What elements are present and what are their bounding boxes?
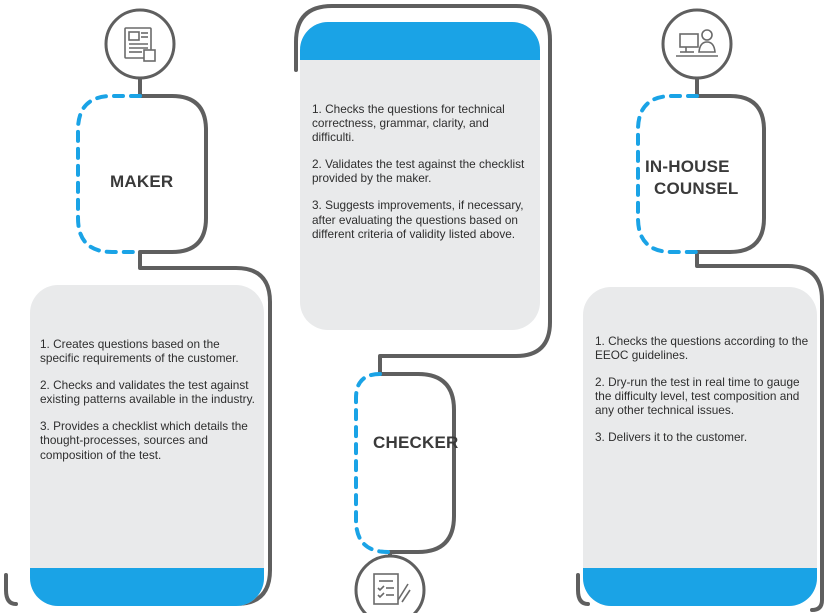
checker-point-1: 1. Checks the questions for technical co… <box>312 102 505 145</box>
counsel-icon-circle <box>661 8 733 80</box>
counsel-point-1: 1. Checks the questions according to the… <box>595 334 809 363</box>
checker-point-2: 2. Validates the test against the checkl… <box>312 157 525 186</box>
counsel-title-line-2: COUNSEL <box>654 179 739 198</box>
counsel-title-line-1: IN-HOUSE <box>645 157 730 176</box>
checker-icon-circle <box>354 554 426 613</box>
maker-title: MAKER <box>110 172 174 191</box>
checklist-review-icon <box>373 573 411 605</box>
maker-card: 1. Creates questions based on the specif… <box>30 285 264 606</box>
maker-connector-line <box>138 76 272 606</box>
counsel-point-3: 3. Delivers it to the customer. <box>595 430 748 445</box>
counsel-card: 1. Checks the questions according to the… <box>583 287 817 606</box>
checker-card-top-band <box>300 22 540 60</box>
counsel-connector-line <box>695 76 824 612</box>
maker-point-2: 2. Checks and validates the test against… <box>40 378 255 407</box>
counsel-dashed-bracket <box>636 94 699 254</box>
counsel-point-2: 2. Dry-run the test in real time to gaug… <box>595 375 800 418</box>
maker-card-bottom-band <box>30 568 264 606</box>
counsel-card-bottom-band <box>583 568 817 606</box>
person-at-desk-icon <box>676 29 718 57</box>
maker-description: 1. Creates questions based on the specif… <box>40 337 258 475</box>
document-blueprint-icon <box>124 27 156 62</box>
counsel-title: IN-HOUSE COUNSEL <box>645 156 739 200</box>
maker-point-1: 1. Creates questions based on the specif… <box>40 337 239 366</box>
checker-dashed-bracket <box>354 372 390 554</box>
checker-description: 1. Checks the questions for technical co… <box>312 102 534 254</box>
maker-dashed-bracket <box>76 94 142 254</box>
maker-left-edge-line <box>4 573 18 606</box>
maker-point-3: 3. Provides a checklist which details th… <box>40 419 248 462</box>
checker-title: CHECKER <box>373 433 459 452</box>
counsel-description: 1. Checks the questions according to the… <box>595 334 811 458</box>
checker-point-3: 3. Suggests improvements, if necessary, … <box>312 198 524 241</box>
checker-card: 1. Checks the questions for technical co… <box>300 22 540 330</box>
checker-connector-line <box>294 4 552 570</box>
